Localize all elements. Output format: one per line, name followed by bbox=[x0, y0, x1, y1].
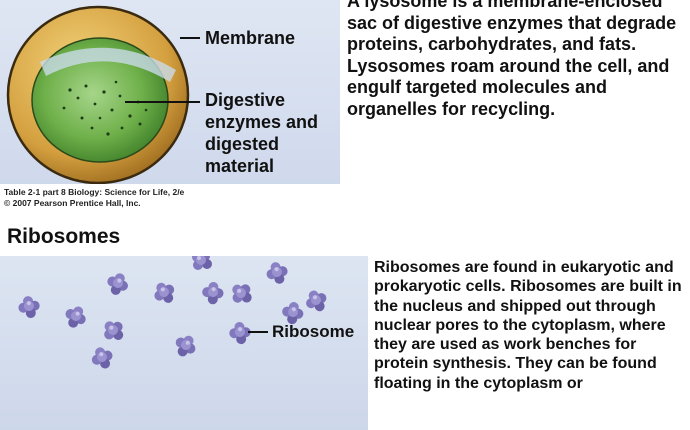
ribosome-illustration bbox=[15, 256, 330, 372]
ribosome-particle bbox=[152, 280, 178, 306]
ribosome-particle bbox=[64, 305, 87, 329]
ribosome-description: Ribosomes are found in eukaryotic and pr… bbox=[374, 259, 682, 392]
caption-source: Table 2-1 part 8 Biology: Science for Li… bbox=[4, 187, 185, 197]
ribosome-particle bbox=[226, 319, 255, 347]
membrane-label: Membrane bbox=[205, 28, 296, 48]
ribosome-particle bbox=[263, 259, 292, 287]
ribosome-particle bbox=[231, 283, 253, 304]
lysosome-description: A lysosome is a membrane-enclosed sac of… bbox=[347, 0, 677, 119]
ribosome-particle bbox=[102, 319, 126, 342]
ribosome-particle bbox=[192, 256, 212, 270]
ribosome-label: Ribosome bbox=[272, 322, 355, 341]
ribosome-particle bbox=[199, 279, 227, 307]
ribosome-particle bbox=[175, 335, 197, 357]
figure-caption: Table 2-1 part 8 Biology: Science for Li… bbox=[4, 187, 184, 208]
ribosome-particle bbox=[303, 287, 330, 314]
lysosome-illustration bbox=[6, 5, 200, 184]
ribosome-particle bbox=[15, 293, 44, 321]
ribosome-particle bbox=[105, 271, 130, 297]
lysosome-cut-edge bbox=[40, 47, 176, 82]
lysosome-interior bbox=[31, 37, 169, 163]
ribosome-particle bbox=[89, 344, 117, 372]
ribosomes-heading: Ribosomes bbox=[7, 225, 121, 248]
digestive-enzymes-label: Digestive enzymes and digested material bbox=[205, 90, 319, 176]
caption-copyright: © 2007 Pearson Prentice Hall, Inc. bbox=[4, 197, 141, 208]
